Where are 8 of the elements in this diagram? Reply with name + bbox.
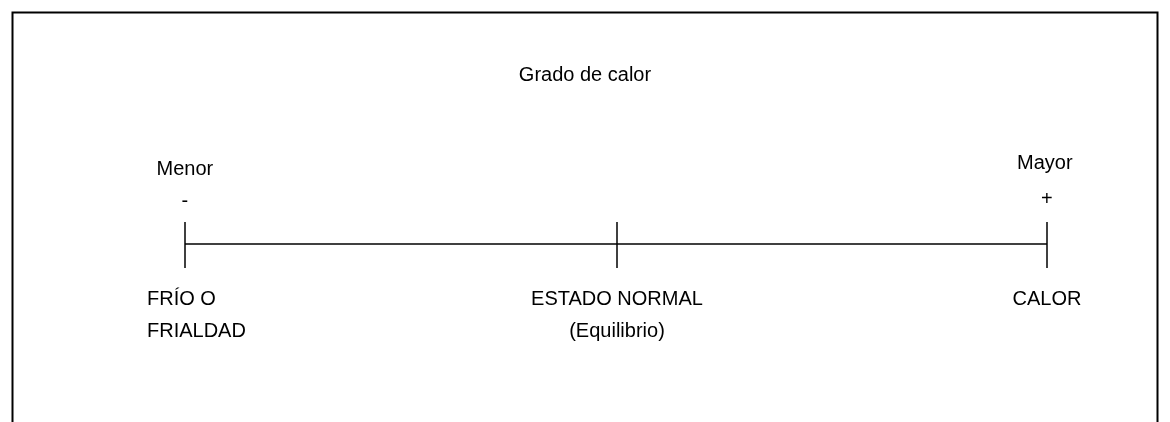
scale-end-label: Menor (156, 156, 214, 181)
minus-sign: - (181, 188, 189, 213)
scale-end-label: Mayor (1017, 150, 1073, 175)
scale-point-label: ESTADO NORMAL (Equilibrio) (530, 286, 704, 343)
scale-point-label: CALOR (1012, 286, 1082, 311)
scale-point-label: FRÍO O FRIALDAD (147, 286, 247, 343)
diagram-title: Grado de calor (517, 62, 653, 87)
plus-sign: + (1041, 186, 1053, 211)
